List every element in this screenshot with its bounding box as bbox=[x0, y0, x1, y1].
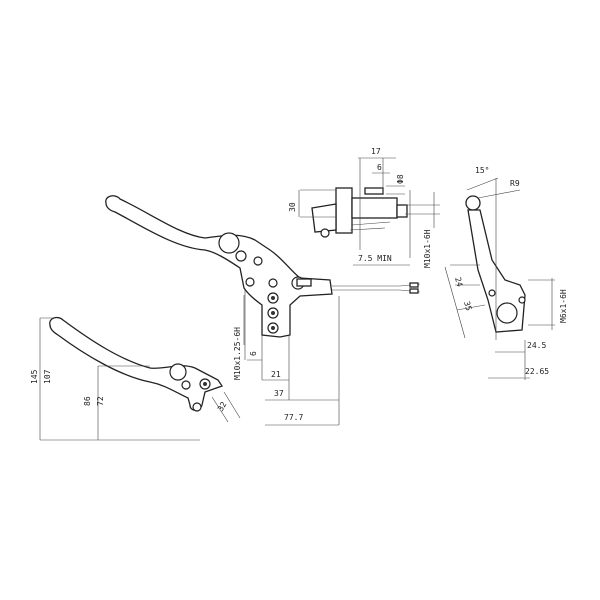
dim-7-5-min: 7.5 MIN bbox=[358, 254, 392, 263]
master-cylinder-end-view bbox=[444, 177, 555, 380]
dim-86: 86 bbox=[83, 396, 92, 406]
dim-107: 107 bbox=[43, 369, 52, 384]
dim-15-deg: 15° bbox=[475, 166, 489, 175]
dim-24: 24 bbox=[453, 276, 464, 288]
lower-lever bbox=[39, 316, 241, 441]
upper-lever bbox=[105, 195, 421, 426]
master-cylinder-side-view bbox=[298, 157, 440, 266]
dim-17: 17 bbox=[371, 147, 381, 156]
dimension-labels: 17 6 Φ8 30 M10x1-6H 7.5 MIN 15° R9 24 35… bbox=[30, 147, 568, 422]
dim-77-7: 77.7 bbox=[284, 413, 303, 422]
dim-72: 72 bbox=[96, 396, 105, 406]
dim-30: 30 bbox=[288, 202, 297, 212]
dim-m10x1-25-6h: M10x1.25-6H bbox=[233, 327, 242, 380]
dim-21: 21 bbox=[271, 370, 281, 379]
dim-22-65: 22.65 bbox=[525, 367, 549, 376]
dim-32: 32 bbox=[216, 400, 229, 413]
dim-dia-8: Φ8 bbox=[396, 174, 405, 184]
dim-m6x1-6h: M6x1-6H bbox=[559, 289, 568, 323]
dim-24-5: 24.5 bbox=[527, 341, 546, 350]
dim-6-lever: 6 bbox=[249, 351, 258, 356]
dim-m10x1-6h: M10x1-6H bbox=[423, 229, 432, 268]
dim-6-top: 6 bbox=[377, 163, 382, 172]
dim-35: 35 bbox=[462, 300, 473, 312]
dim-37: 37 bbox=[274, 389, 284, 398]
dim-r9: R9 bbox=[510, 179, 520, 188]
dim-145: 145 bbox=[30, 369, 39, 384]
